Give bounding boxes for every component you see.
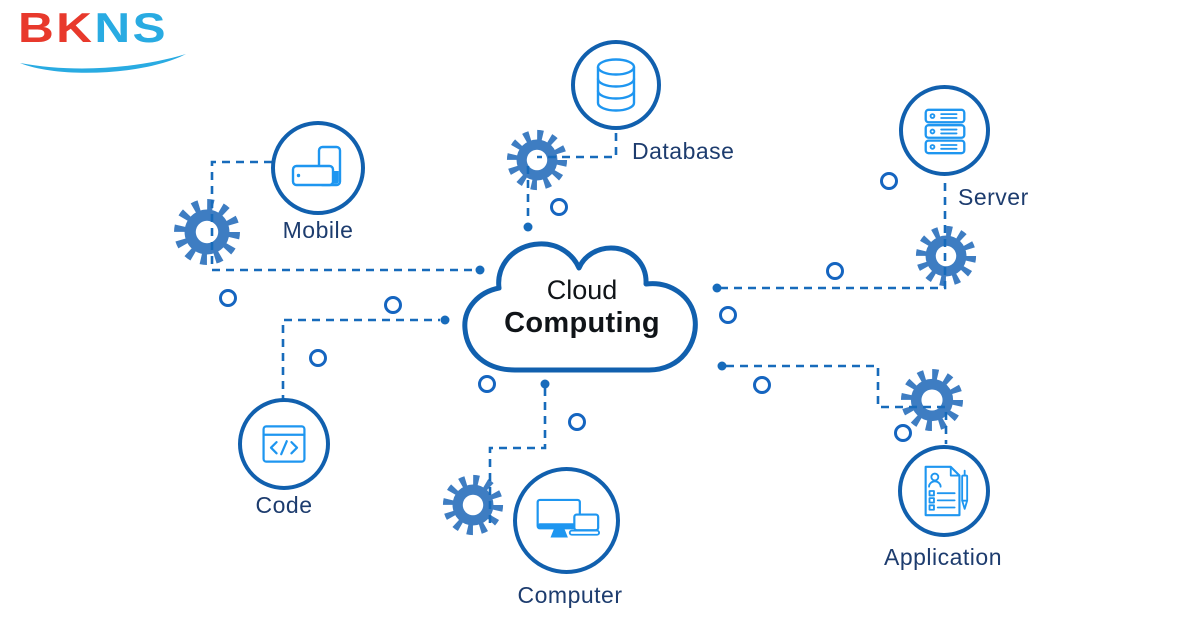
gear-icon <box>906 374 957 425</box>
code-label: Code <box>255 492 313 518</box>
circle-marker <box>753 376 771 394</box>
cloud-computing-bubble: Cloud Computing <box>452 228 712 380</box>
bkns-logo-text: BKNS <box>18 6 242 50</box>
logo-part-red: BK <box>18 4 95 51</box>
server-label: Server <box>958 184 1029 210</box>
circle-marker <box>894 424 912 442</box>
application-node <box>898 445 990 537</box>
mobile-devices-icon <box>291 145 342 187</box>
gear-icon <box>512 135 562 185</box>
cloud-icon <box>462 241 698 373</box>
cloud-title-line2: Computing <box>504 307 660 339</box>
gear-icon <box>448 480 498 530</box>
endpoint-dot <box>440 315 450 325</box>
computer-label: Computer <box>517 582 623 608</box>
connector-application <box>726 364 948 444</box>
gear-icon <box>180 205 234 259</box>
endpoint-dot <box>712 283 722 293</box>
circle-marker <box>550 198 568 216</box>
server-node <box>899 85 990 176</box>
cloud-title-line1: Cloud <box>546 275 618 305</box>
computer-node <box>513 467 620 574</box>
circle-marker <box>219 289 237 307</box>
application-form-pen-icon <box>924 465 969 517</box>
database-label: Database <box>632 138 735 164</box>
endpoint-dot <box>540 379 550 389</box>
bkns-logo: BKNS <box>18 6 208 73</box>
cloud-title: Cloud Computing <box>452 274 712 340</box>
mobile-label: Mobile <box>282 217 354 243</box>
logo-swoosh-icon <box>20 54 186 73</box>
code-node <box>238 398 330 490</box>
database-cylinder-icon <box>596 58 636 112</box>
endpoint-dot <box>717 361 727 371</box>
circle-marker <box>568 413 586 431</box>
mobile-node <box>271 121 365 215</box>
logo-part-blue: NS <box>94 4 168 51</box>
circle-marker <box>384 296 402 314</box>
circle-marker <box>309 349 327 367</box>
gear-icon <box>921 231 971 281</box>
connector-database <box>537 133 618 159</box>
database-node <box>571 40 661 130</box>
circle-marker <box>719 306 737 324</box>
circle-marker <box>880 172 898 190</box>
code-window-icon <box>262 425 306 463</box>
server-rack-icon <box>924 108 965 154</box>
desktop-laptop-icon <box>536 498 600 537</box>
application-label: Application <box>883 544 1003 570</box>
circle-marker <box>826 262 844 280</box>
connector-server <box>721 183 947 290</box>
connector-code <box>281 318 440 403</box>
